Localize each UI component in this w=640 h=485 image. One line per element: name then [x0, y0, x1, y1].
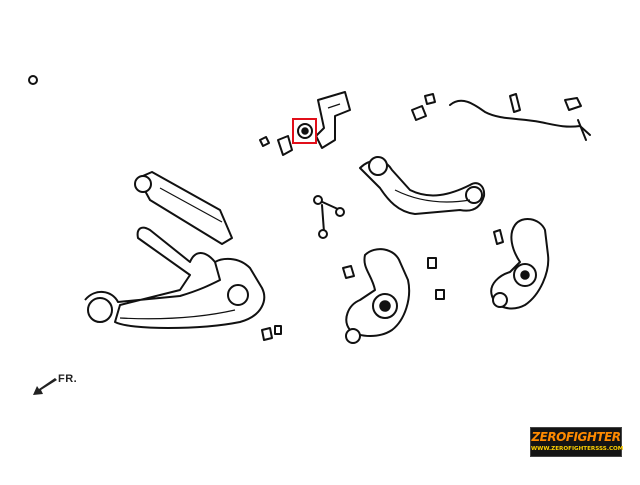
sway-bar-bushing-highlighted [297, 123, 313, 139]
highlight-box [292, 118, 317, 144]
front-arrow-icon [33, 378, 57, 395]
bushings-and-nuts [261, 229, 504, 341]
lower-control-arm [84, 226, 266, 329]
brand-url: WWW.ZEROFIGHTERSSS.COM [531, 446, 624, 452]
sway-bar-bracket [259, 91, 351, 156]
end-link [313, 195, 345, 239]
upper-camber-arm [359, 156, 486, 215]
front-direction-label: FR. [58, 373, 78, 385]
sway-bar [28, 75, 312, 212]
brake-line-bracket [411, 93, 591, 141]
knuckle-left [345, 248, 411, 344]
brand-logo: ZEROFIGHTER WWW.ZEROFIGHTERSSS.COM [530, 427, 624, 457]
brand-name: ZEROFIGHTER [531, 430, 621, 444]
trailing-arm [134, 171, 233, 245]
knuckle-right [490, 218, 550, 310]
